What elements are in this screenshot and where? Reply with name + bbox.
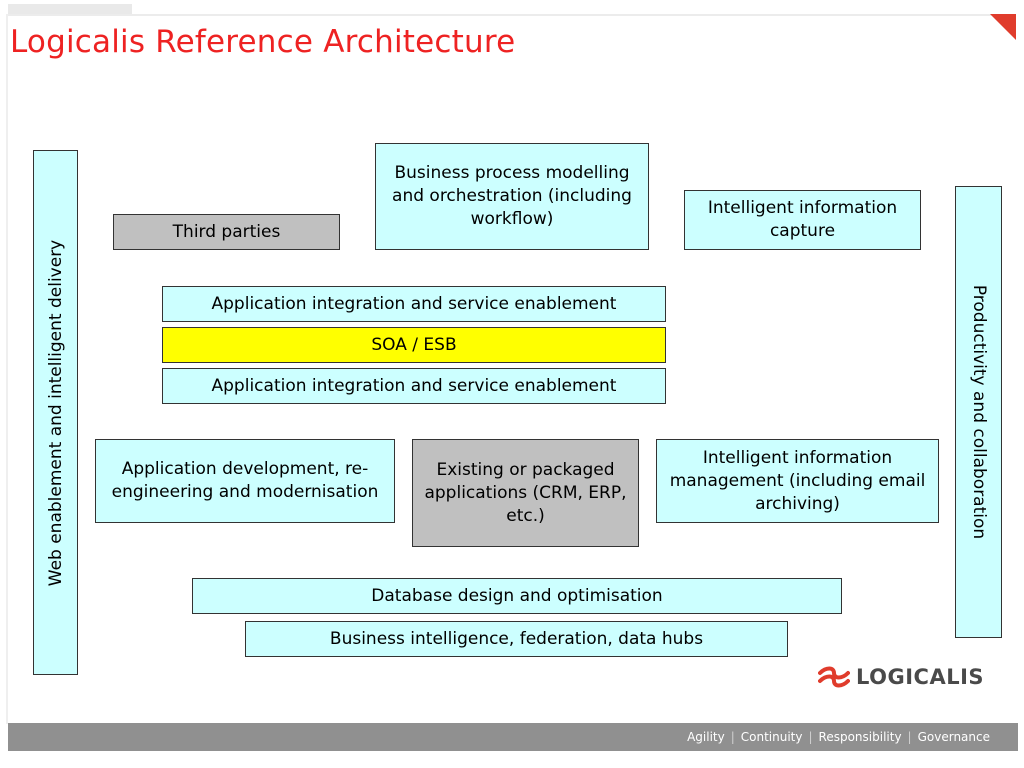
logicalis-logo: LOGICALIS bbox=[818, 664, 984, 690]
app-integration-bottom-box: Application integration and service enab… bbox=[162, 368, 666, 404]
productivity-label: Productivity and collaboration bbox=[968, 284, 989, 540]
footer-separator: | bbox=[808, 730, 813, 744]
footer-bar: Agility | Continuity | Responsibility | … bbox=[8, 723, 1018, 751]
third-parties-box: Third parties bbox=[113, 214, 340, 250]
app-integration-top-box: Application integration and service enab… bbox=[162, 286, 666, 322]
info-management-label: Intelligent information management (incl… bbox=[669, 447, 926, 514]
app-integration-top-label: Application integration and service enab… bbox=[211, 293, 617, 314]
footer-item-governance: Governance bbox=[917, 730, 990, 744]
business-intelligence-label: Business intelligence, federation, data … bbox=[329, 628, 704, 649]
corner-triangle-icon bbox=[990, 14, 1016, 40]
slide-left-rule bbox=[6, 14, 8, 724]
slide-corner-tab bbox=[8, 4, 132, 16]
slide-title: Logicalis Reference Architecture bbox=[10, 24, 516, 60]
soa-esb-box: SOA / ESB bbox=[162, 327, 666, 363]
productivity-pillar: Productivity and collaboration bbox=[955, 186, 1002, 638]
web-enablement-pillar: Web enablement and intelligent delivery bbox=[33, 150, 78, 675]
info-capture-label: Intelligent information capture bbox=[707, 198, 898, 241]
logicalis-logo-icon bbox=[818, 666, 850, 688]
existing-apps-label: Existing or packaged applications (CRM, … bbox=[424, 459, 627, 526]
app-development-label: Application development, re-engineering … bbox=[111, 459, 379, 502]
info-management-box: Intelligent information management (incl… bbox=[656, 439, 939, 523]
database-box: Database design and optimisation bbox=[192, 578, 842, 614]
business-intelligence-box: Business intelligence, federation, data … bbox=[245, 621, 788, 657]
info-capture-box: Intelligent information capture bbox=[684, 190, 921, 250]
bpm-box: Business process modelling and orchestra… bbox=[375, 143, 649, 250]
web-enablement-label: Web enablement and intelligent delivery bbox=[45, 239, 66, 586]
footer-item-continuity: Continuity bbox=[740, 730, 803, 744]
database-label: Database design and optimisation bbox=[371, 585, 663, 606]
soa-esb-label: SOA / ESB bbox=[371, 334, 457, 355]
footer-separator: | bbox=[907, 730, 912, 744]
app-integration-bottom-label: Application integration and service enab… bbox=[211, 375, 617, 396]
footer-separator: | bbox=[730, 730, 735, 744]
existing-apps-box: Existing or packaged applications (CRM, … bbox=[412, 439, 639, 547]
app-development-box: Application development, re-engineering … bbox=[95, 439, 395, 523]
footer-item-responsibility: Responsibility bbox=[818, 730, 902, 744]
footer-item-agility: Agility bbox=[687, 730, 725, 744]
third-parties-label: Third parties bbox=[172, 221, 281, 242]
bpm-label: Business process modelling and orchestra… bbox=[392, 163, 632, 229]
slide-top-rule bbox=[8, 14, 1016, 16]
logo-text: LOGICALIS bbox=[856, 665, 985, 689]
